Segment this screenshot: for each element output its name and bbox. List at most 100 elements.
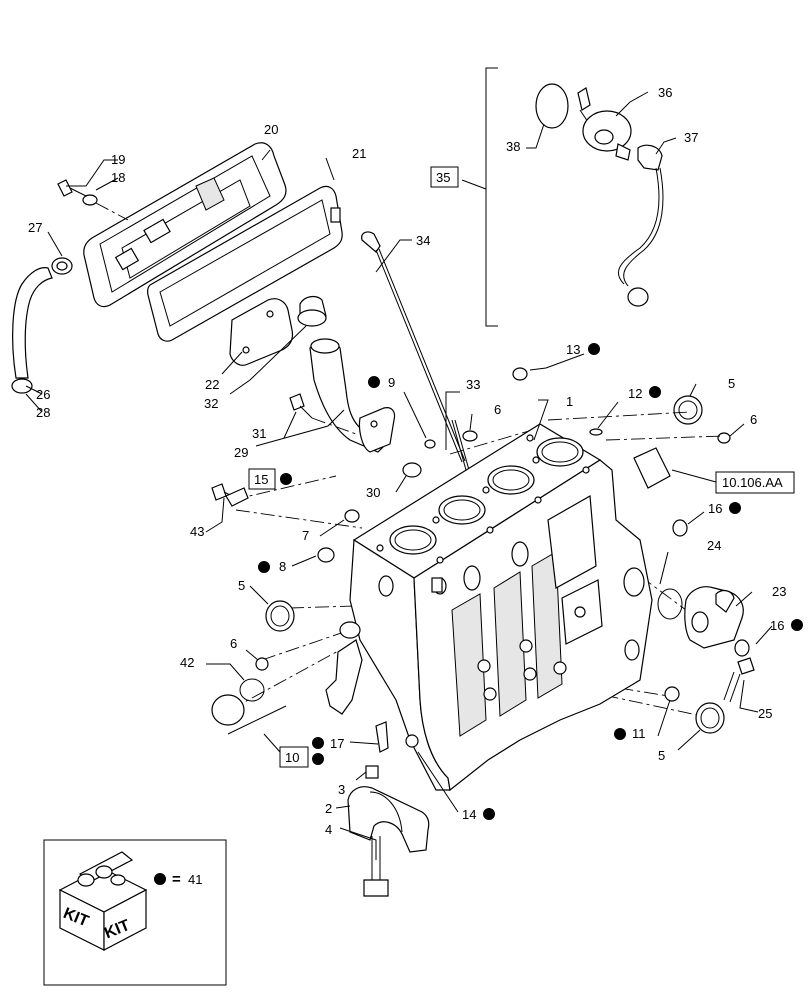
- bushing: [633, 447, 671, 489]
- ref-section-label: 10.106.AA: [722, 475, 783, 490]
- plug-6-left: [255, 657, 269, 671]
- callout-9: 9: [388, 375, 395, 390]
- dot-16b: [791, 619, 803, 631]
- callout-33: 33: [466, 377, 480, 392]
- legend-kit-number: 41: [188, 872, 202, 887]
- nut-16-top: [672, 519, 688, 537]
- dot-16a: [729, 502, 741, 514]
- rear-seal-5-bottom: [695, 702, 725, 734]
- legend-equals: =: [172, 871, 181, 888]
- dipstick: [361, 231, 470, 471]
- callout-30: 30: [366, 485, 380, 500]
- cylinder-block: [349, 423, 653, 792]
- ref-box-15: [248, 468, 276, 490]
- callout-24: 24: [707, 538, 721, 553]
- callout-7: 7: [302, 528, 309, 543]
- callout-29: 29: [234, 445, 248, 460]
- ref-15-label: 15: [254, 472, 268, 487]
- group-bracket-35: [485, 67, 498, 327]
- plug-6-top: [462, 430, 478, 442]
- callout-16a: 16: [708, 501, 722, 516]
- front-seal-5: [265, 600, 295, 632]
- callout-5b: 5: [728, 376, 735, 391]
- callout-2: 2: [325, 801, 332, 816]
- callout-20: 20: [264, 122, 278, 137]
- callout-37: 37: [684, 130, 698, 145]
- main-bearing-cap: [347, 765, 430, 897]
- callout-36: 36: [658, 85, 672, 100]
- callout-13: 13: [566, 342, 580, 357]
- plug-8: [317, 547, 335, 563]
- plug-13: [512, 367, 528, 381]
- block-bolt-43: [211, 483, 249, 507]
- callout-3: 3: [338, 782, 345, 797]
- callout-32: 32: [204, 396, 218, 411]
- callout-14: 14: [462, 807, 476, 822]
- kit-legend: KIT KIT = 41: [43, 839, 227, 986]
- callout-8: 8: [279, 559, 286, 574]
- dot-9: [368, 376, 380, 388]
- callout-38: 38: [506, 139, 520, 154]
- dot-10: [312, 753, 324, 765]
- front-plate: [325, 621, 363, 715]
- callout-27: 27: [28, 220, 42, 235]
- ref-box-section: [715, 471, 795, 494]
- dipstick-seal: [424, 439, 436, 449]
- dot-13: [588, 343, 600, 355]
- callout-17: 17: [330, 736, 344, 751]
- plug-11: [664, 686, 680, 702]
- dot-12: [649, 386, 661, 398]
- leader-lines: [25, 91, 773, 860]
- callout-26: 26: [36, 387, 50, 402]
- callout-6c: 6: [750, 412, 757, 427]
- oring-42: [239, 678, 265, 702]
- callout-6a: 6: [230, 636, 237, 651]
- callout-34: 34: [416, 233, 430, 248]
- callout-1: 1: [566, 394, 573, 409]
- ref-box-10: [279, 746, 309, 768]
- callout-43: 43: [190, 524, 204, 539]
- callout-23: 23: [772, 584, 786, 599]
- dot-15: [280, 473, 292, 485]
- rear-seal-5-top: [673, 395, 703, 425]
- callout-28: 28: [36, 405, 50, 420]
- dot-17: [312, 737, 324, 749]
- plug-14: [405, 734, 419, 748]
- oil-filler-tube: [309, 338, 396, 453]
- valve-cover-gasket: [147, 185, 343, 342]
- callout-16b: 16: [770, 618, 784, 633]
- filler-tube-bolt: [289, 393, 357, 435]
- callout-6b: 6: [494, 402, 501, 417]
- callout-42: 42: [180, 655, 194, 670]
- boxed-references: 35 15 10 10.106.AA: [248, 166, 795, 768]
- ref-10-label: 10: [285, 750, 299, 765]
- legend-dot: [154, 873, 166, 885]
- oil-pressure-sensor-assembly: [535, 83, 664, 307]
- dot-14: [483, 808, 495, 820]
- tube-seal: [402, 462, 422, 478]
- callout-labels: 1 2 3 4 5 5 5 6 6 6 7 8 9 11 12 13 14 16…: [28, 85, 786, 837]
- callout-19: 19: [111, 152, 125, 167]
- cover-plate: [229, 298, 294, 366]
- callout-31: 31: [252, 426, 266, 441]
- jet-17: [375, 721, 389, 753]
- ref-box-35: [430, 166, 459, 188]
- plug-6-right: [717, 432, 731, 444]
- callout-4: 4: [325, 822, 332, 837]
- oil-filler-cap: [297, 295, 327, 327]
- callout-5c: 5: [658, 748, 665, 763]
- dot-8: [258, 561, 270, 573]
- seal-7: [344, 509, 360, 523]
- cap-plug: [211, 694, 245, 726]
- kit-marker-dots: [258, 343, 803, 820]
- breather-hose: [11, 257, 73, 394]
- callout-25: 25: [758, 706, 772, 721]
- thermostat-housing: [657, 586, 755, 703]
- callout-11: 11: [632, 726, 646, 741]
- callout-21: 21: [352, 146, 366, 161]
- callout-5a: 5: [238, 578, 245, 593]
- ref-35-label: 35: [436, 170, 450, 185]
- callout-22: 22: [205, 377, 219, 392]
- callout-12: 12: [628, 386, 642, 401]
